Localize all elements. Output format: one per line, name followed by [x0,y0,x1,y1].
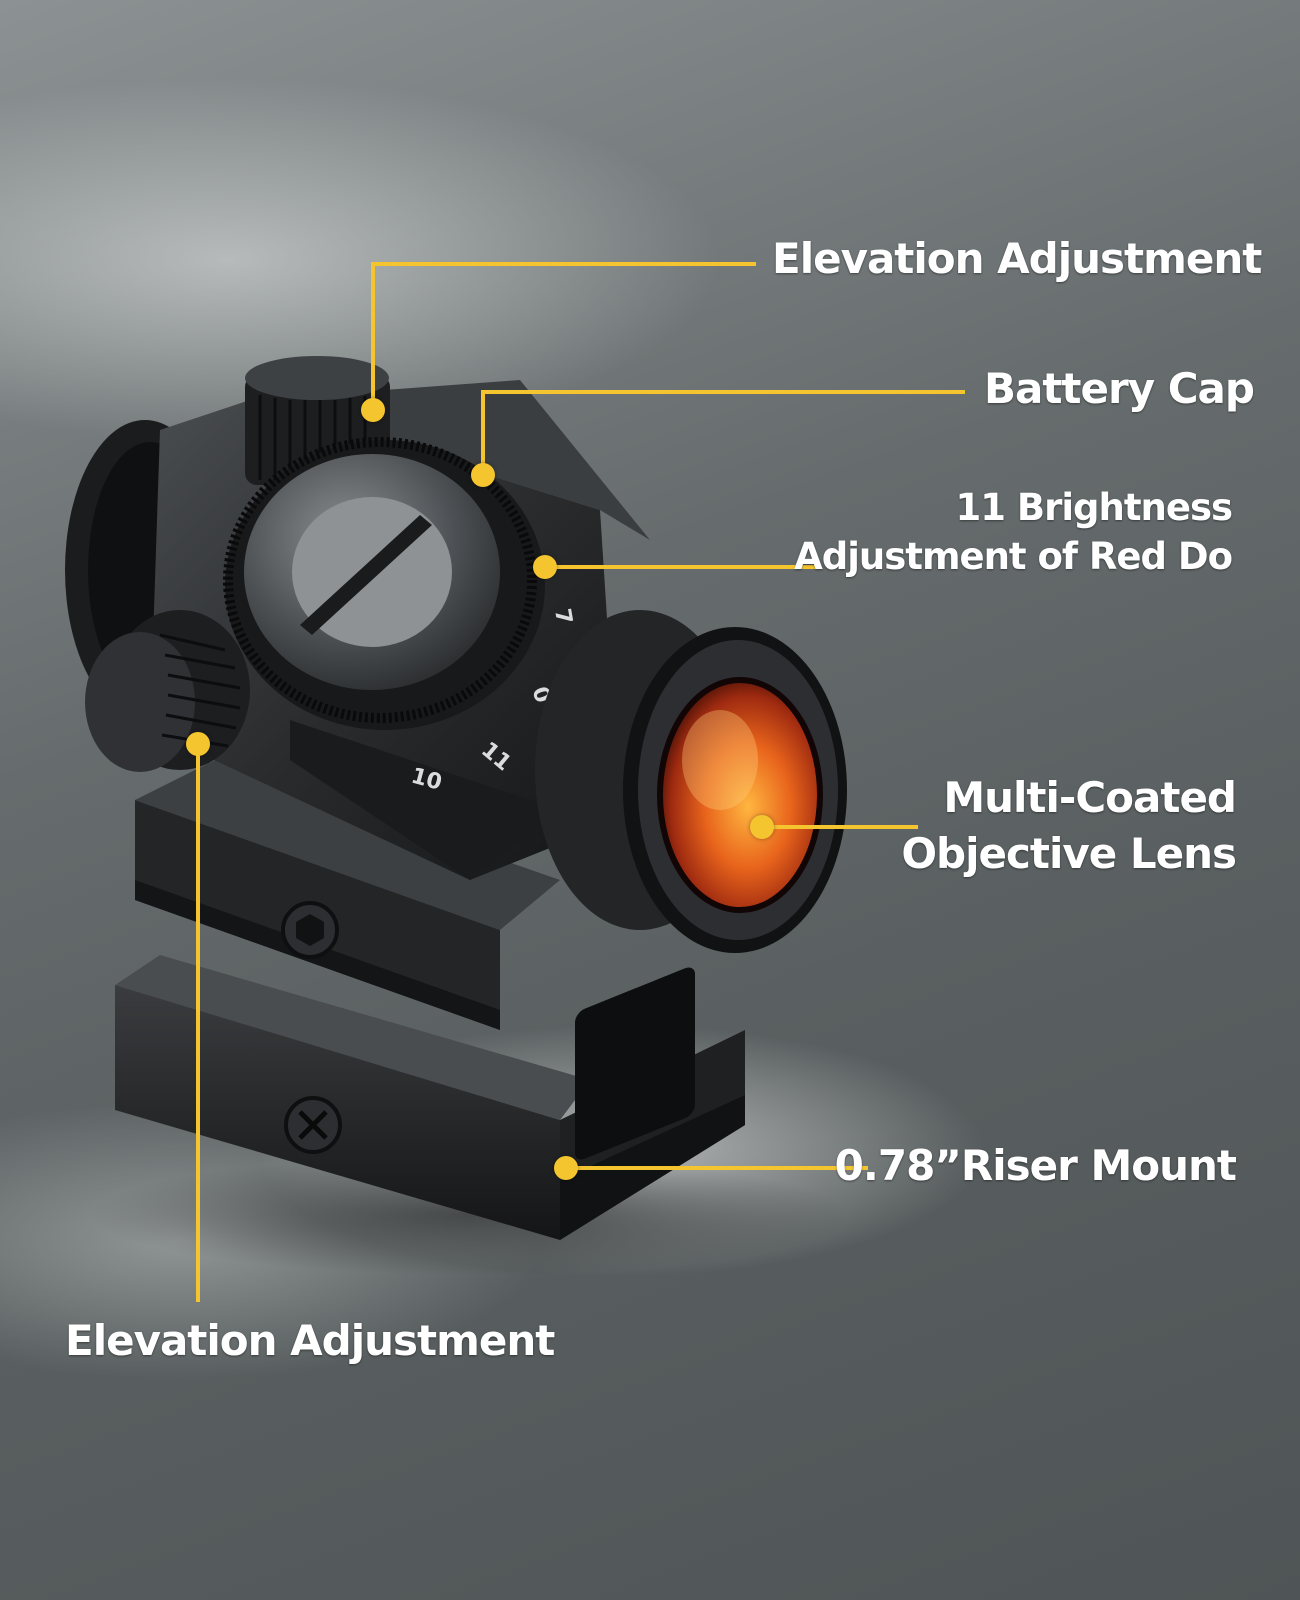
label-objective-lens-line2: Objective Lens [901,829,1237,879]
callout-dot-riser-mount [554,1156,578,1180]
label-elevation-adjustment-top: Elevation Adjustment [772,234,1262,283]
callout-dot-battery-cap [471,463,495,487]
callout-line-elevation-bottom [196,744,200,1302]
callout-dot-brightness [533,555,557,579]
riser-mount [115,955,745,1240]
floor-shadow [90,1155,850,1275]
label-elevation-adjustment-bottom: Elevation Adjustment [65,1316,555,1365]
callout-dot-objective-lens [750,815,774,839]
callout-line-brightness [545,565,821,569]
callout-line-riser-mount [566,1166,868,1170]
objective-lens [535,610,847,953]
dial-mark: 7 [549,607,576,626]
label-riser-mount: 0.78”Riser Mount [834,1141,1237,1190]
label-objective-lens: Multi-Coated Objective Lens [901,773,1237,879]
riser-body [135,760,560,1030]
label-brightness-line1: 11 Brightness [955,486,1233,529]
callout-line-battery-cap [481,390,965,394]
battery-cap-dial: 7 0 11 10 [223,437,576,796]
callout-line-elevation-top [371,262,756,266]
side-turret [85,610,250,772]
label-brightness-line2: Adjustment of Red Do [794,534,1233,578]
label-battery-cap: Battery Cap [984,364,1255,413]
callout-line-objective-lens [762,825,918,829]
callout-dot-elevation-top [361,398,385,422]
callout-line-elevation-top [371,262,375,410]
label-brightness: 11 Brightness Adjustment of Red Do [794,486,1233,578]
label-objective-lens-line1: Multi-Coated [943,773,1237,822]
callout-line-battery-cap [481,390,485,475]
